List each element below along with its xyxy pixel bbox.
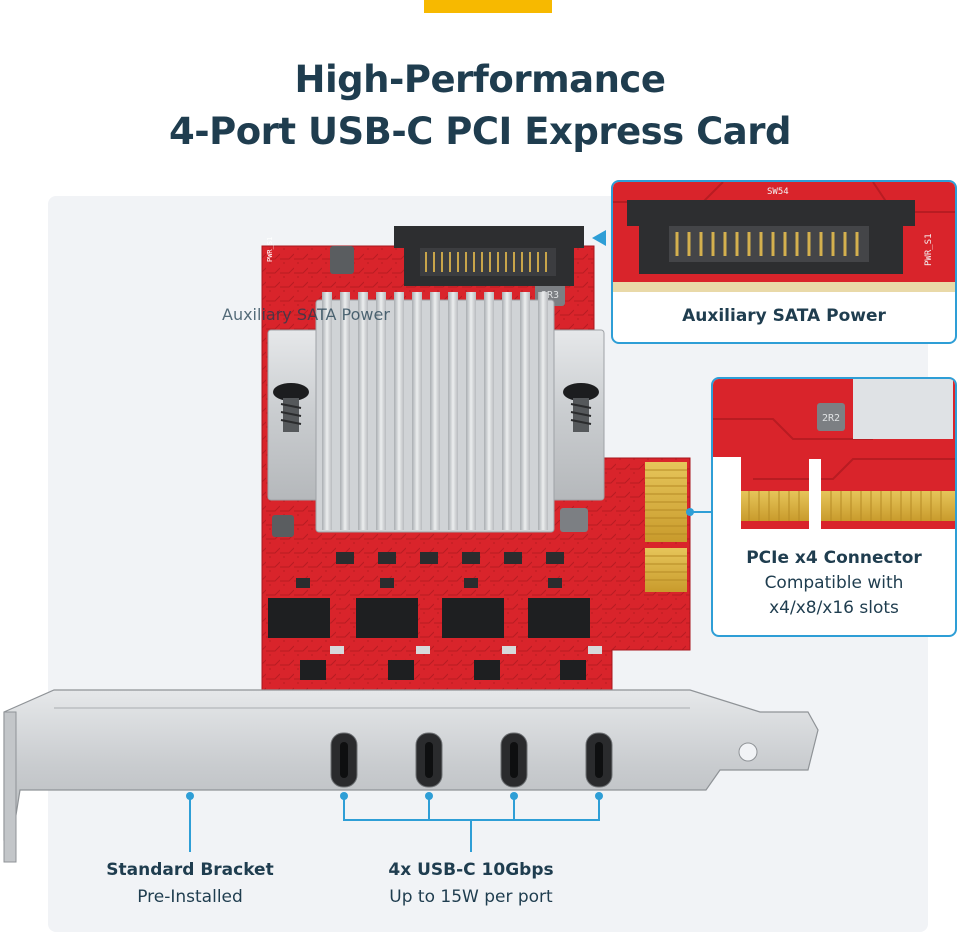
usb-c-port-1 — [330, 732, 358, 788]
svg-text:3R3: 3R3 — [541, 290, 559, 301]
title-line-2: 4-Port USB-C PCI Express Card — [169, 110, 791, 153]
svg-text:SW54: SW54 — [767, 187, 789, 197]
svg-text:2R2: 2R2 — [822, 413, 840, 424]
gold-fingers — [645, 462, 687, 592]
usb-c-port-2 — [415, 732, 443, 788]
page-title: High-Performance 4-Port USB-C PCI Expres… — [0, 54, 960, 158]
usb-subtitle: Up to 15W per port — [389, 887, 553, 907]
callout-pcie-line3: x4/x8/x16 slots — [769, 598, 899, 618]
usb-c-port-3 — [500, 732, 528, 788]
label-usb-c-ports: 4x USB-C 10Gbps Up to 15W per port — [356, 857, 586, 911]
label-standard-bracket: Standard Bracket Pre-Installed — [90, 857, 290, 911]
push-pin-left — [273, 383, 309, 432]
pcie-closeup-image: 2R2 — [713, 379, 955, 529]
svg-text:PWR_S1: PWR_S1 — [924, 233, 934, 266]
heatsink — [267, 292, 605, 533]
sata-closeup-image: SW54 PWR_S1 — [613, 182, 955, 292]
callout-sata-title: Auxiliary SATA Power — [682, 306, 886, 326]
callout-pcie-line2: Compatible with — [764, 573, 904, 593]
svg-text:PWR_S1: PWR_S1 — [266, 237, 274, 262]
title-line-1: High-Performance — [294, 58, 666, 101]
accent-bar — [424, 0, 552, 13]
usb-c-ports — [330, 732, 613, 788]
ghost-sata-label: Auxiliary SATA Power — [222, 305, 390, 324]
usb-c-port-4 — [585, 732, 613, 788]
callout-pcie-title: PCIe x4 Connector — [746, 548, 922, 568]
metal-bracket — [3, 689, 819, 863]
push-pin-right — [563, 383, 599, 432]
callout-sata-power: SW54 PWR_S1 Auxiliary SATA Power — [611, 180, 957, 344]
bracket-subtitle: Pre-Installed — [137, 887, 243, 907]
callout-pcie-connector: 2R2 PCIe x4 Connector Compatible with x4… — [711, 377, 957, 637]
sata-connector — [394, 226, 584, 286]
usb-title: 4x USB-C 10Gbps — [388, 860, 554, 880]
leader-lines — [189, 511, 712, 852]
bracket-title: Standard Bracket — [106, 860, 274, 880]
